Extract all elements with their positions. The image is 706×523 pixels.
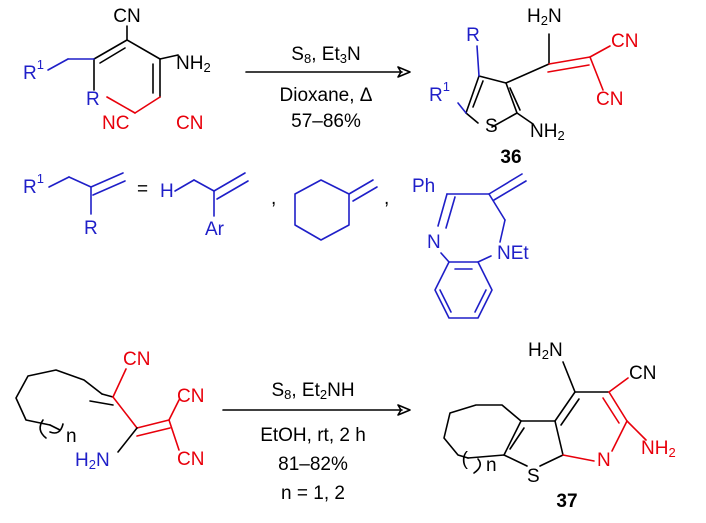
product-37-nh2: NH2 [641, 438, 676, 460]
reactant-2-cn-right-a: CN [177, 386, 204, 407]
product-36-structure [457, 33, 611, 128]
definition-ph: Ph [412, 176, 435, 197]
product-37-structure [443, 361, 647, 474]
reactant-1-r: R [86, 89, 100, 110]
product-36-h2n: H2N [527, 6, 562, 28]
product-36-r1: R1 [429, 79, 450, 106]
reactant-2-cn-right-b: CN [177, 449, 204, 470]
reactant-1-cn-top: CN [113, 6, 140, 27]
definition-comma-1: , [271, 188, 276, 209]
product-37-n-label: n [486, 455, 497, 476]
definition-aryl-alkene [174, 172, 249, 217]
product-36-s: S [485, 116, 498, 137]
product-37-cn: CN [629, 363, 656, 384]
reactant-2-h2n: H2N [75, 450, 110, 472]
product-37-s: S [527, 466, 540, 487]
reactant-1-structure [47, 25, 179, 114]
reaction-1-reagents: S8, Et3N [291, 44, 360, 66]
definition-equals: = [137, 179, 148, 200]
product-36-label: 36 [500, 147, 521, 168]
reactant-1-cn-right: CN [176, 113, 203, 134]
definition-net: NEt [497, 243, 529, 264]
reaction-2-reagents: S8, Et2NH [271, 380, 354, 402]
product-37-h2n: H2N [528, 340, 563, 362]
reaction-2-arrow [222, 404, 411, 416]
definition-r: R [84, 218, 98, 239]
reactant-2-structure [15, 368, 180, 453]
definition-n-left: N [427, 232, 441, 253]
product-37-paren: ( [462, 449, 469, 470]
definition-generic-alkene [48, 172, 126, 215]
product-36-r: R [466, 25, 480, 46]
reaction-1-arrow [245, 66, 411, 78]
definition-h: H [160, 181, 174, 202]
reactant-1-nc: NC [102, 113, 129, 134]
product-36-cn-b: CN [596, 89, 623, 110]
definition-methylenecyclohexane [294, 179, 378, 241]
product-36-nh2: NH2 [530, 121, 565, 143]
reaction-2-n-values: n = 1, 2 [281, 483, 345, 504]
reaction-2-solvent: EtOH, rt, 2 h [260, 425, 366, 446]
definition-comma-2: , [384, 188, 389, 209]
product-36-cn-a: CN [611, 31, 638, 52]
product-37-label: 37 [556, 491, 577, 512]
reactant-1-r1: R1 [23, 57, 44, 84]
reactant-2-cn-top: CN [123, 349, 150, 370]
reactant-2-n-label: n [66, 426, 77, 447]
definition-ar: Ar [205, 219, 225, 240]
reaction-1-solvent: Dioxane, Δ [280, 85, 373, 106]
definition-r1: R1 [23, 171, 44, 198]
definition-benzodiazepine [434, 173, 527, 319]
reaction-1-yield: 57–86% [291, 111, 361, 132]
reaction-2-yield: 81–82% [278, 454, 348, 475]
product-37-ring-n: N [597, 450, 611, 471]
reactant-1-nh2: NH2 [176, 53, 211, 75]
